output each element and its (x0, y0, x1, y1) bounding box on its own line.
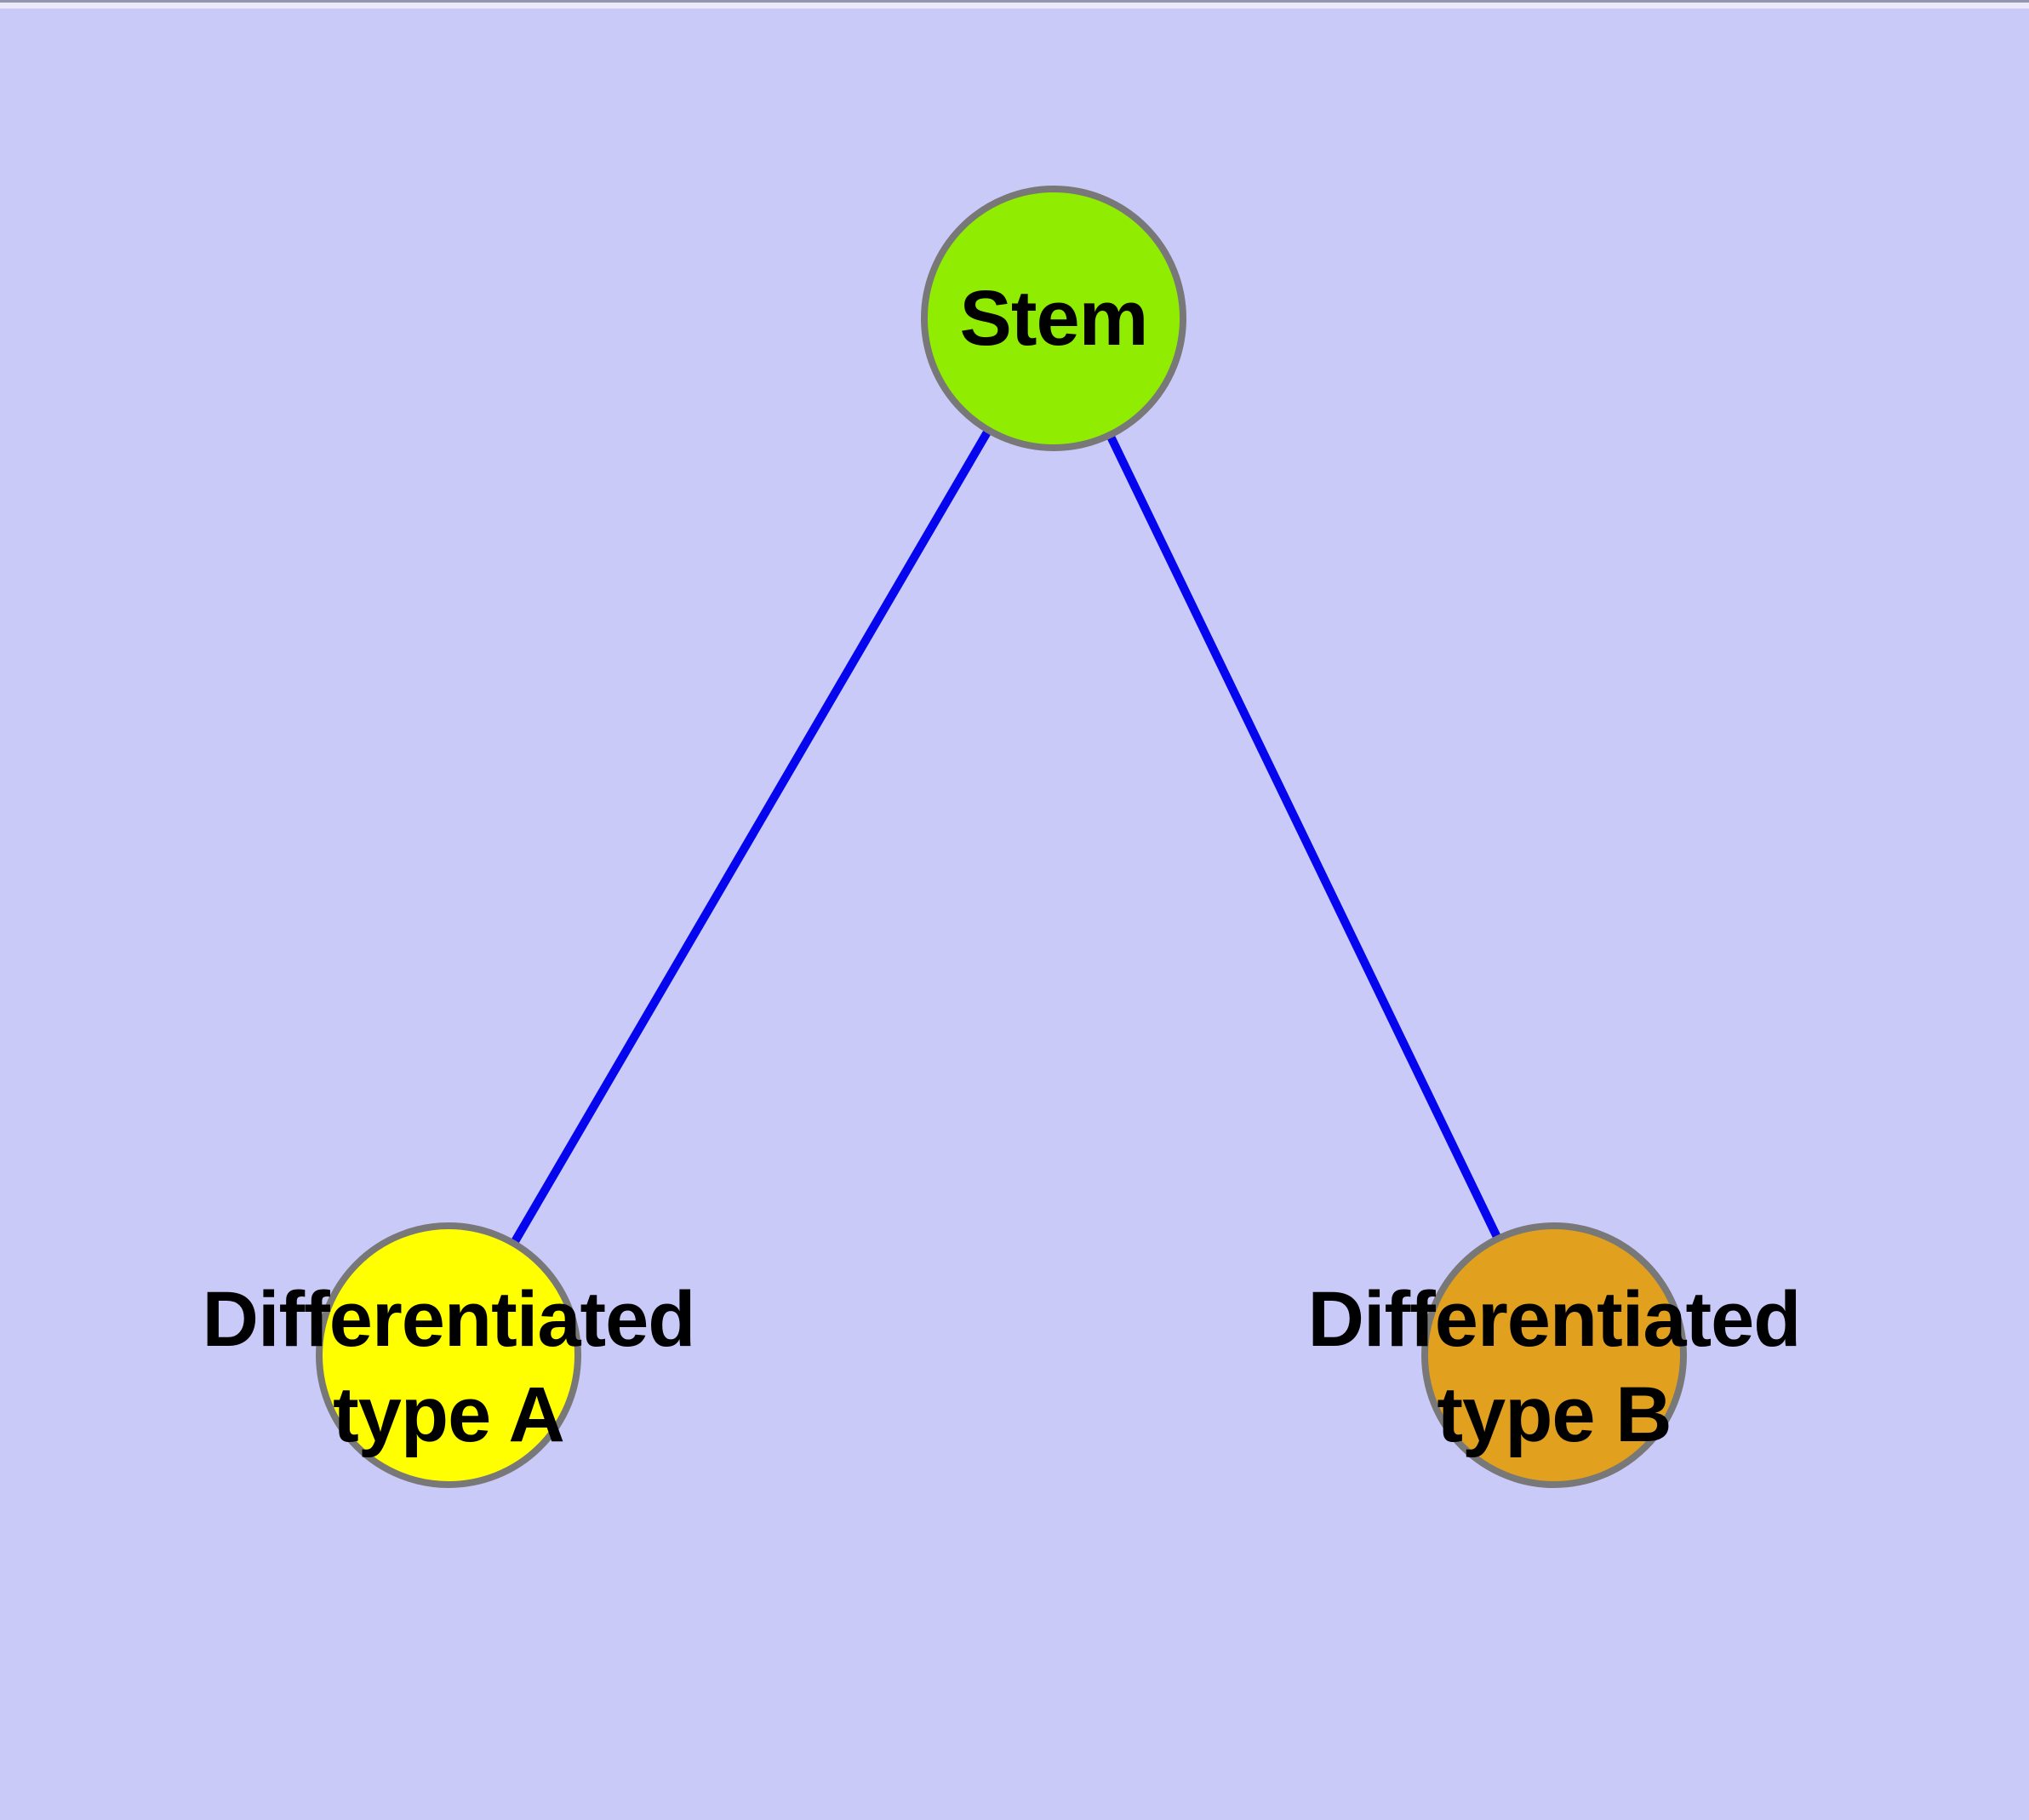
window-top-edge-band (0, 0, 2029, 9)
edge-stem-to-type-a (444, 316, 1058, 1358)
node-type-a-label-line-2: type A (333, 1371, 565, 1458)
node-stem-label-line: Stem (959, 275, 1149, 362)
node-type-b-label: Differentiated type B (1307, 1272, 1802, 1462)
edge-stem-to-type-b (1049, 316, 1558, 1358)
node-type-b-label-line-2: type B (1437, 1371, 1672, 1458)
node-type-b-circle (1421, 1222, 1687, 1488)
node-stem-label: Stem (959, 271, 1149, 366)
node-type-a-label: Differentiated type A (202, 1272, 696, 1462)
node-type-b-label-line-1: Differentiated (1307, 1276, 1802, 1363)
node-stem-circle (921, 186, 1186, 451)
node-type-a-label-line-1: Differentiated (202, 1276, 696, 1363)
node-type-a-circle (316, 1222, 581, 1488)
